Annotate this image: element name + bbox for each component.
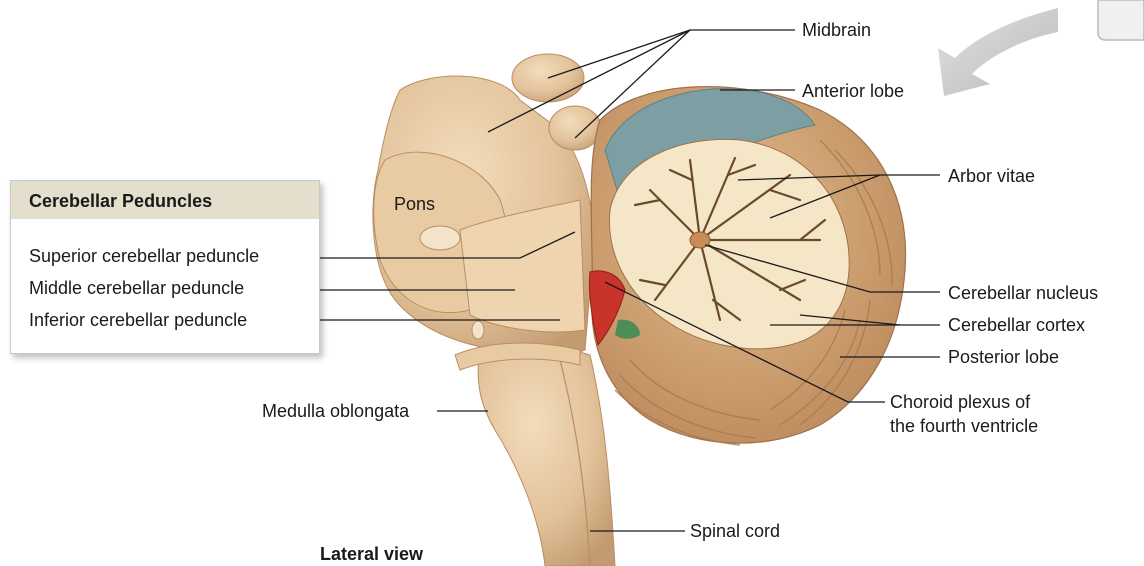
view-caption: Lateral view bbox=[320, 544, 423, 565]
nerve-stub bbox=[472, 321, 484, 339]
cerebellar-peduncles-legend: Cerebellar Peduncles Superior cerebellar… bbox=[10, 180, 320, 354]
legend-item-inferior: Inferior cerebellar peduncle bbox=[29, 310, 247, 331]
label-cerebellar-cortex: Cerebellar cortex bbox=[948, 314, 1085, 336]
label-anterior-lobe: Anterior lobe bbox=[802, 80, 904, 102]
legend-title: Cerebellar Peduncles bbox=[29, 191, 212, 212]
label-choroid-line2: the fourth ventricle bbox=[890, 415, 1038, 437]
legend-item-superior: Superior cerebellar peduncle bbox=[29, 246, 259, 267]
label-midbrain: Midbrain bbox=[802, 19, 871, 41]
label-choroid-line1: Choroid plexus of bbox=[890, 391, 1030, 413]
medulla-spinal-cord bbox=[478, 347, 615, 566]
label-arbor-vitae: Arbor vitae bbox=[948, 165, 1035, 187]
inferior-colliculus bbox=[549, 106, 601, 150]
label-spinal-cord: Spinal cord bbox=[690, 520, 780, 542]
direction-arrow-icon bbox=[938, 8, 1058, 96]
label-medulla-oblongata: Medulla oblongata bbox=[262, 400, 409, 422]
legend-item-middle: Middle cerebellar peduncle bbox=[29, 278, 244, 299]
cerebellum bbox=[589, 87, 905, 445]
legend-header: Cerebellar Peduncles bbox=[11, 181, 319, 219]
trigeminal-nerve bbox=[420, 226, 460, 250]
corner-thumbnail bbox=[1098, 0, 1144, 40]
label-cerebellar-nucleus: Cerebellar nucleus bbox=[948, 282, 1098, 304]
brainstem bbox=[373, 54, 615, 566]
label-posterior-lobe: Posterior lobe bbox=[948, 346, 1059, 368]
label-pons: Pons bbox=[394, 193, 435, 215]
